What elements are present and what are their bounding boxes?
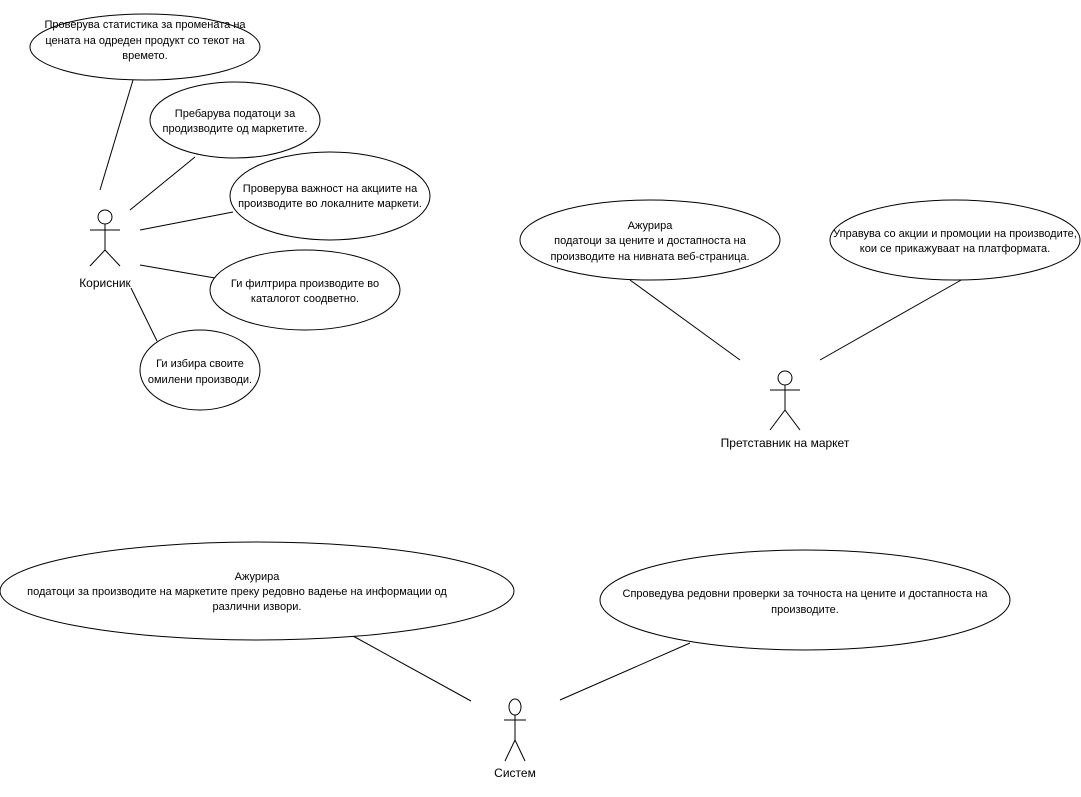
use-case-text: Проверува статистика за промената на	[44, 19, 246, 31]
association-line	[819, 278, 964, 361]
use-case-text: цената на одреден продукт со текот на	[45, 35, 245, 47]
use-case-text: Ажурира	[628, 220, 674, 232]
use-case-text: омилени производи.	[148, 374, 252, 386]
use-case-verify-accuracy[interactable]: Спроведува редовни проверки за точноста …	[599, 549, 1011, 651]
association-line	[129, 156, 196, 211]
use-case-text: производите.	[771, 604, 839, 616]
use-case-filter-products[interactable]: Ги филтрира производите во каталогот соо…	[209, 249, 401, 331]
use-case-text: производите во локалните маркети.	[238, 198, 422, 210]
use-case-text: продизводите од маркетите.	[163, 123, 308, 135]
use-case-text: кои се прикажуваат на платформата.	[860, 243, 1050, 255]
association-line	[629, 279, 741, 361]
use-case-text: Проверува важност на акциите на	[243, 183, 418, 195]
actor-label: Систем	[494, 766, 536, 780]
use-case-text: Пребарува податоци за	[175, 108, 296, 120]
associations	[99, 79, 964, 702]
actor-icon	[97, 209, 113, 225]
association-line	[139, 211, 234, 231]
actor-label: Корисник	[79, 276, 131, 290]
use-case-scrape-data[interactable]: Ажурира податоци за производите на марке…	[0, 541, 515, 641]
use-case-favorite-products[interactable]: Ги избира своите омилени производи.	[139, 329, 261, 411]
use-case-check-promotions[interactable]: Проверува важност на акциите на производ…	[229, 151, 431, 241]
actor-icon	[508, 698, 522, 716]
association-line	[130, 287, 158, 342]
use-case-text: податоци за цените и достапноста на	[554, 235, 747, 247]
actor-icon	[777, 370, 793, 386]
use-case-price-statistics[interactable]: Проверува статистика за промената на цен…	[29, 13, 261, 81]
use-case-text: каталогот соодветно.	[251, 293, 359, 305]
use-case-text: Ги избира своите	[156, 358, 244, 370]
use-case-text: Спроведува редовни проверки за точноста …	[623, 588, 989, 600]
association-line	[352, 635, 472, 702]
use-case-text: Ги филтрира производите во	[231, 278, 379, 290]
association-line	[559, 642, 691, 701]
use-case-text: времето.	[122, 50, 167, 62]
use-case-text: податоци за производите на маркетите пре…	[27, 586, 447, 598]
actor-user[interactable]: Корисник	[79, 209, 132, 290]
association-line	[99, 79, 134, 191]
use-case-text: производите на нивната веб-страница.	[550, 251, 749, 263]
use-case-text: Ажурира	[235, 571, 281, 583]
association-line	[139, 264, 216, 279]
actor-system[interactable]: Систем	[494, 698, 536, 780]
use-case-text: различни извори.	[213, 601, 302, 613]
use-case-manage-promotions[interactable]: Управува со акции и промоции на производ…	[829, 199, 1081, 281]
use-case-text: Управува со акции и промоции на производ…	[833, 228, 1077, 240]
use-case-search-products[interactable]: Пребарува податоци за продизводите од ма…	[149, 81, 321, 159]
actor-market-representative[interactable]: Претставник на маркет	[721, 370, 850, 450]
actor-label: Претставник на маркет	[721, 436, 850, 450]
use-case-update-prices[interactable]: Ажурира податоци за цените и достапноста…	[519, 199, 781, 281]
